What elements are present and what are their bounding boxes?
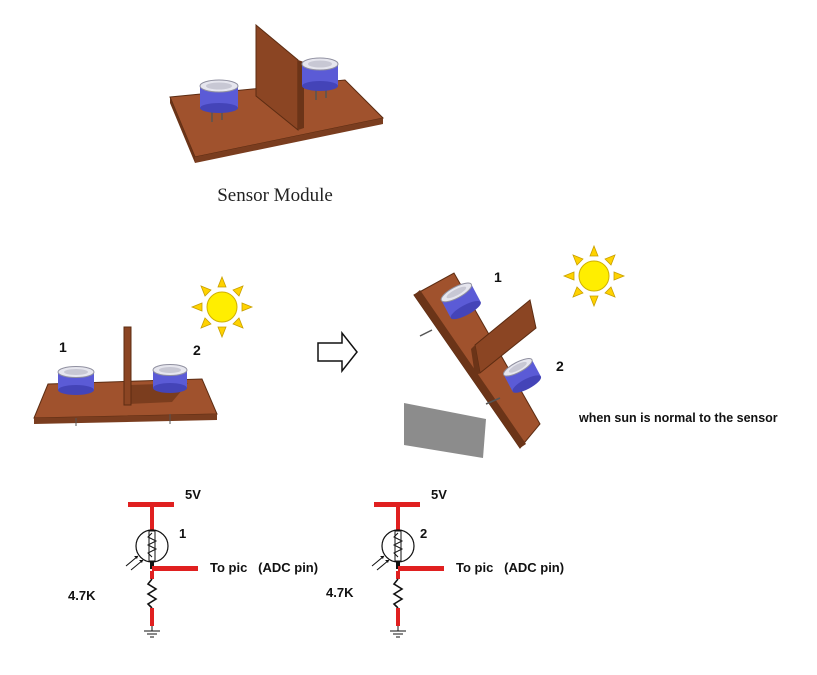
ldr-label-1: 1: [179, 526, 186, 541]
label-tilted-2: 2: [556, 358, 564, 374]
resistor-label-2: 4.7K: [326, 585, 354, 600]
supply-rail: [128, 502, 174, 507]
sensor-top-left: [199, 79, 239, 122]
label-flat-1: 1: [59, 339, 67, 355]
supply-rail: [374, 502, 420, 507]
circuit-1: [125, 502, 198, 638]
ldr-label-2: 2: [420, 526, 427, 541]
ldr-icon: [125, 529, 169, 571]
sensor-tilted-2: [503, 358, 542, 393]
sensor-module-flat: [33, 326, 218, 426]
ground-icon: [390, 626, 406, 638]
resistor-icon: [146, 571, 158, 626]
label-flat-2: 2: [193, 342, 201, 358]
sensor-top-right: [301, 57, 339, 100]
sun-icon: [562, 244, 626, 308]
sensor-module-tilted: [404, 272, 542, 458]
output-label-1: To pic (ADC pin): [210, 560, 318, 575]
label-tilted-1: 1: [494, 269, 502, 285]
arrow-right-icon: [317, 330, 358, 374]
sensor-flat-2: [152, 364, 188, 393]
ground-icon: [144, 626, 160, 638]
sensor-flat-1: [57, 366, 95, 395]
sun-icon: [190, 275, 254, 339]
ldr-icon: [371, 529, 415, 571]
circuit-2: [371, 502, 444, 638]
supply-label-1: 5V: [185, 487, 201, 502]
output-label-2: To pic (ADC pin): [456, 560, 564, 575]
supply-label-2: 5V: [431, 487, 447, 502]
resistor-label-1: 4.7K: [68, 588, 96, 603]
sensor-tilted-1: [440, 282, 481, 320]
sensor-module-caption: Sensor Module: [217, 185, 333, 206]
tilted-note: when sun is normal to the sensor: [578, 411, 778, 425]
resistor-icon: [392, 571, 404, 626]
sensor-module-top: [169, 23, 385, 163]
